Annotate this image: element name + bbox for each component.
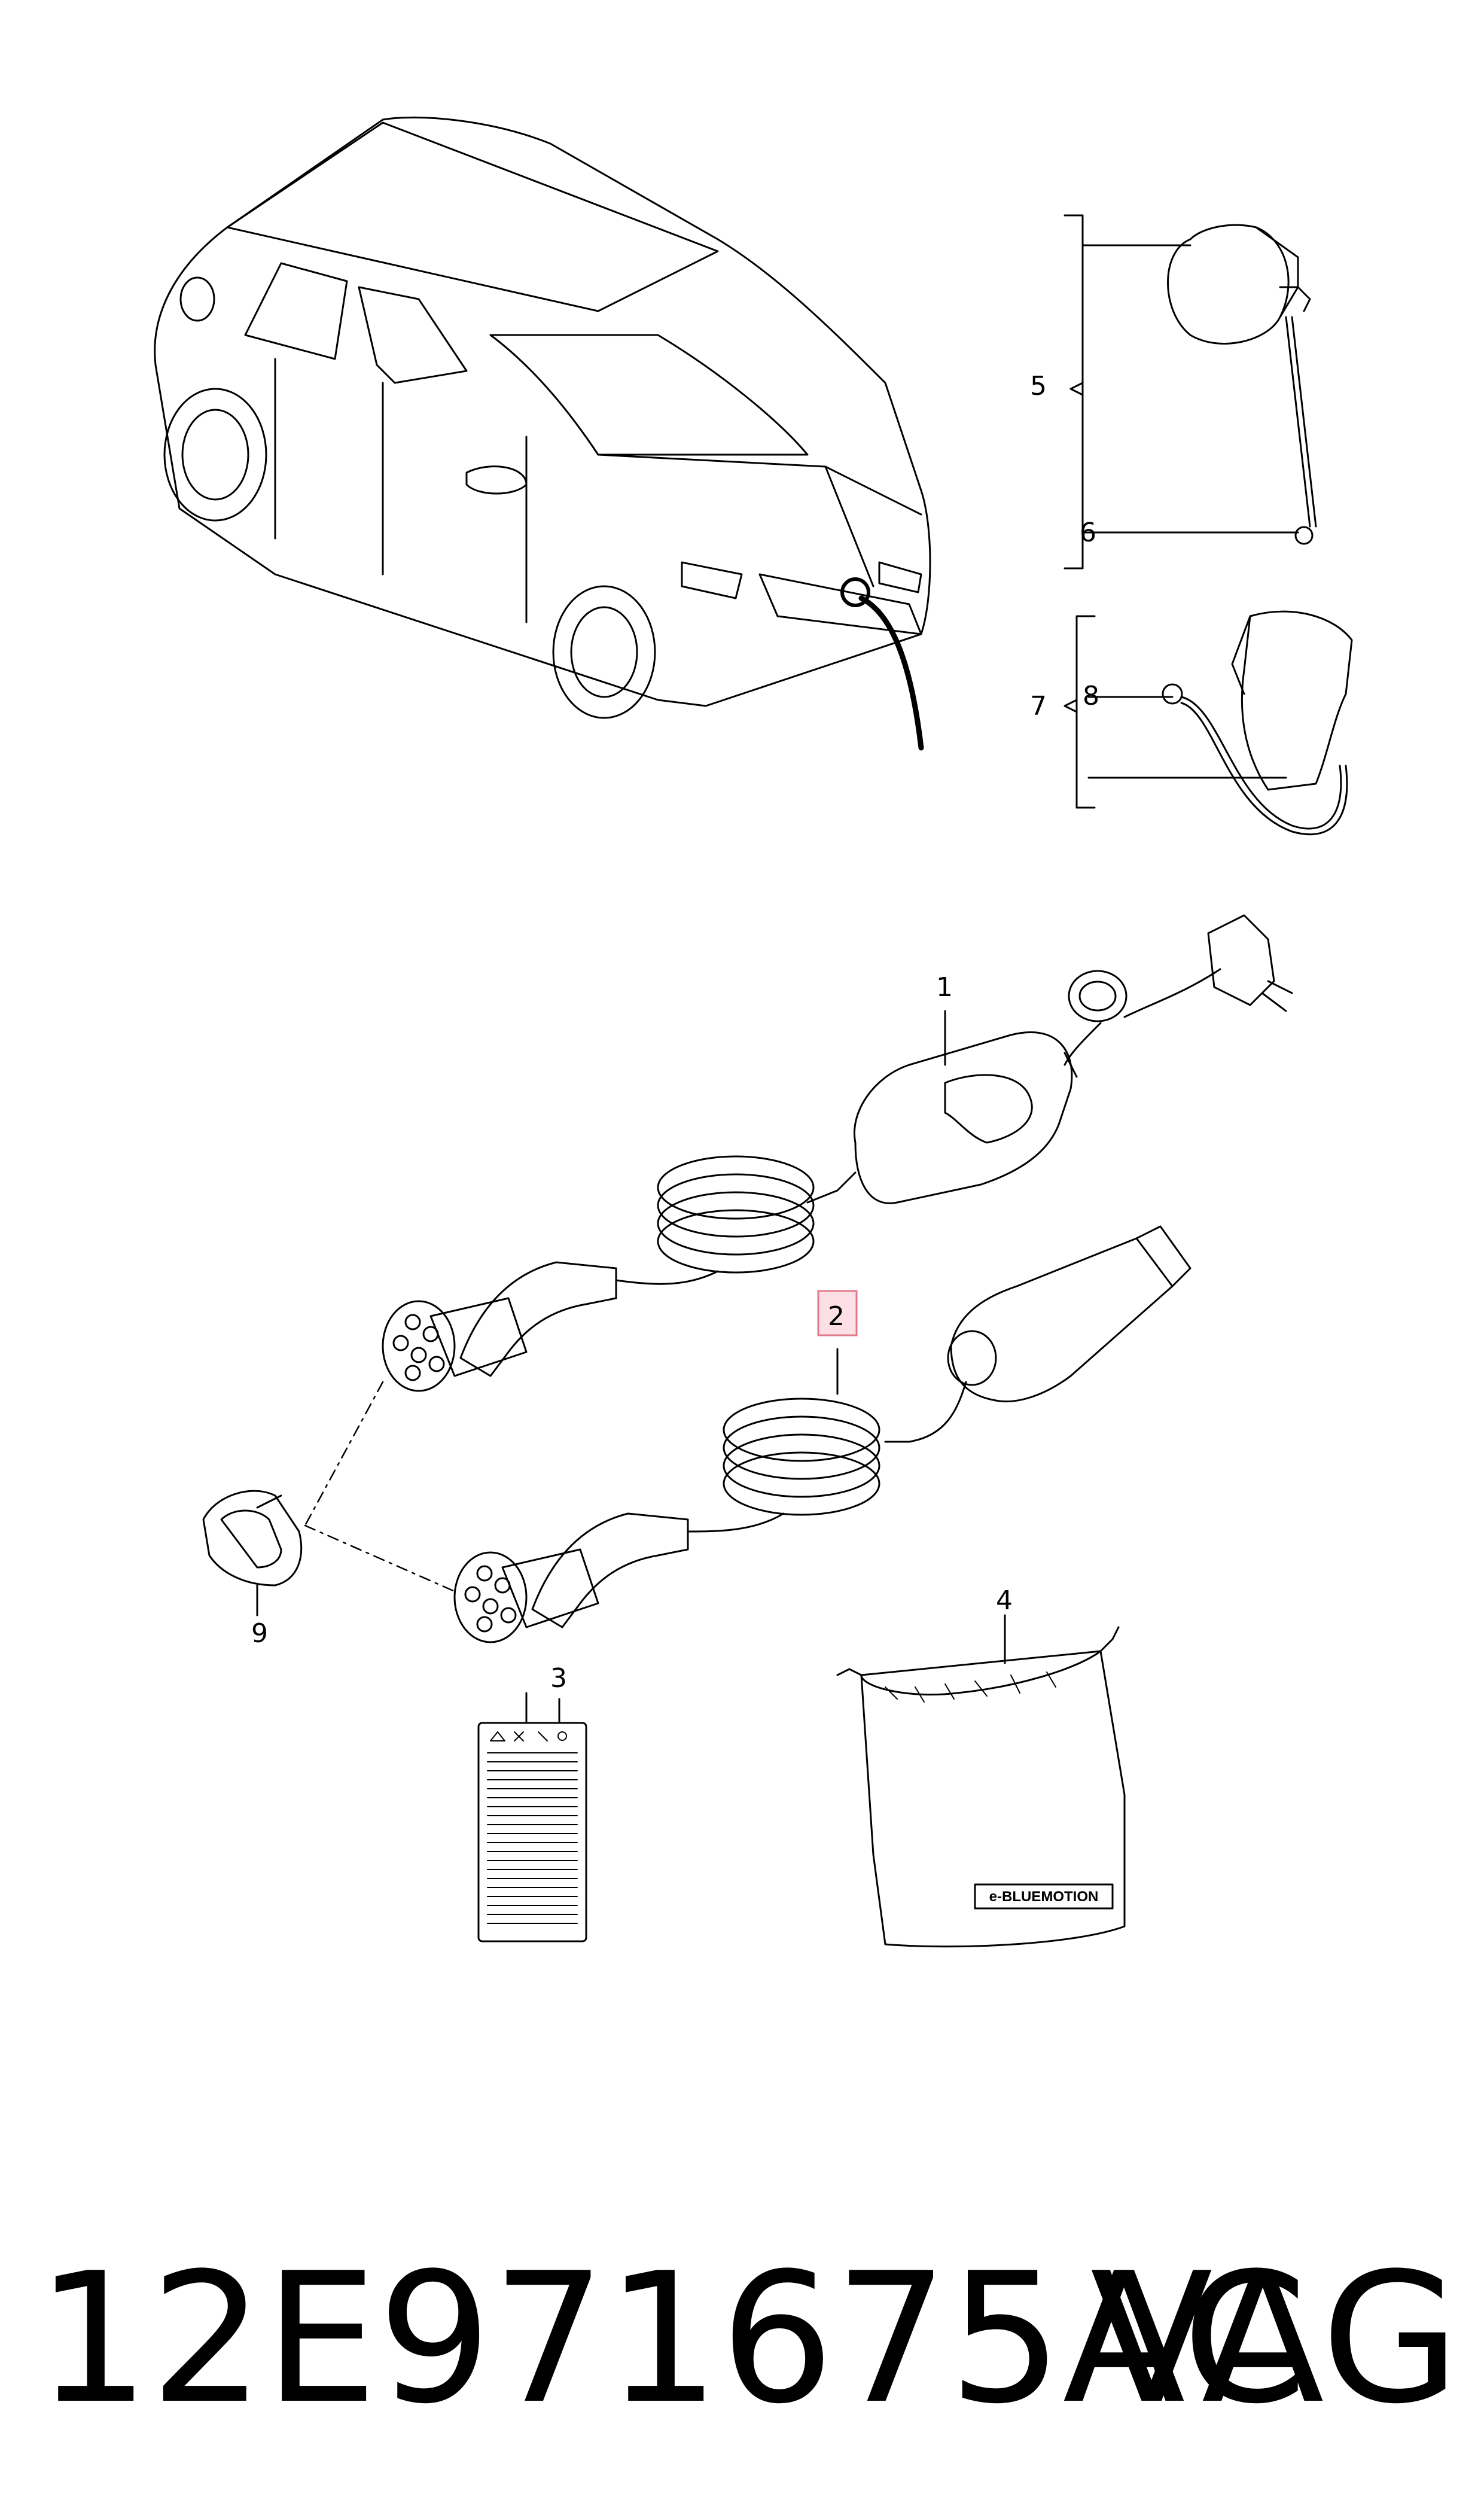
callout-highlight <box>817 1290 858 1336</box>
warning-label-3 <box>477 1692 587 1942</box>
cap-assembly-7 <box>1064 610 1353 836</box>
callout-4: 4 <box>996 1585 1013 1616</box>
callout-2: 2 <box>828 1301 845 1332</box>
guide-line-lower <box>304 1524 456 1593</box>
brand-name: VAG <box>1090 2234 1460 2443</box>
parts-diagram: 1 2 3 4 5 6 7 8 9 e-BLUEMOTION <box>154 116 1353 1948</box>
callout-6: 6 <box>1080 517 1096 548</box>
callout-9: 9 <box>251 1618 268 1649</box>
guide-line-upper <box>304 1381 384 1527</box>
protective-cap-9 <box>202 1490 303 1616</box>
callout-7: 7 <box>1030 691 1047 721</box>
callout-3: 3 <box>550 1663 567 1694</box>
bag-label: e-BLUEMOTION <box>989 1889 1099 1905</box>
storage-bag-4 <box>836 1614 1126 1948</box>
part-number: 12E971675AC <box>36 2234 1308 2443</box>
charging-cable-1 <box>382 914 1293 1392</box>
cap-assembly-5 <box>1064 214 1317 570</box>
callout-8: 8 <box>1083 681 1099 711</box>
caption: 12E971675AC VAG <box>0 2213 1484 2465</box>
callout-1: 1 <box>936 972 953 1003</box>
callout-5: 5 <box>1030 371 1047 401</box>
charging-cable-2 <box>453 1225 1192 1643</box>
car-illustration <box>154 116 931 751</box>
